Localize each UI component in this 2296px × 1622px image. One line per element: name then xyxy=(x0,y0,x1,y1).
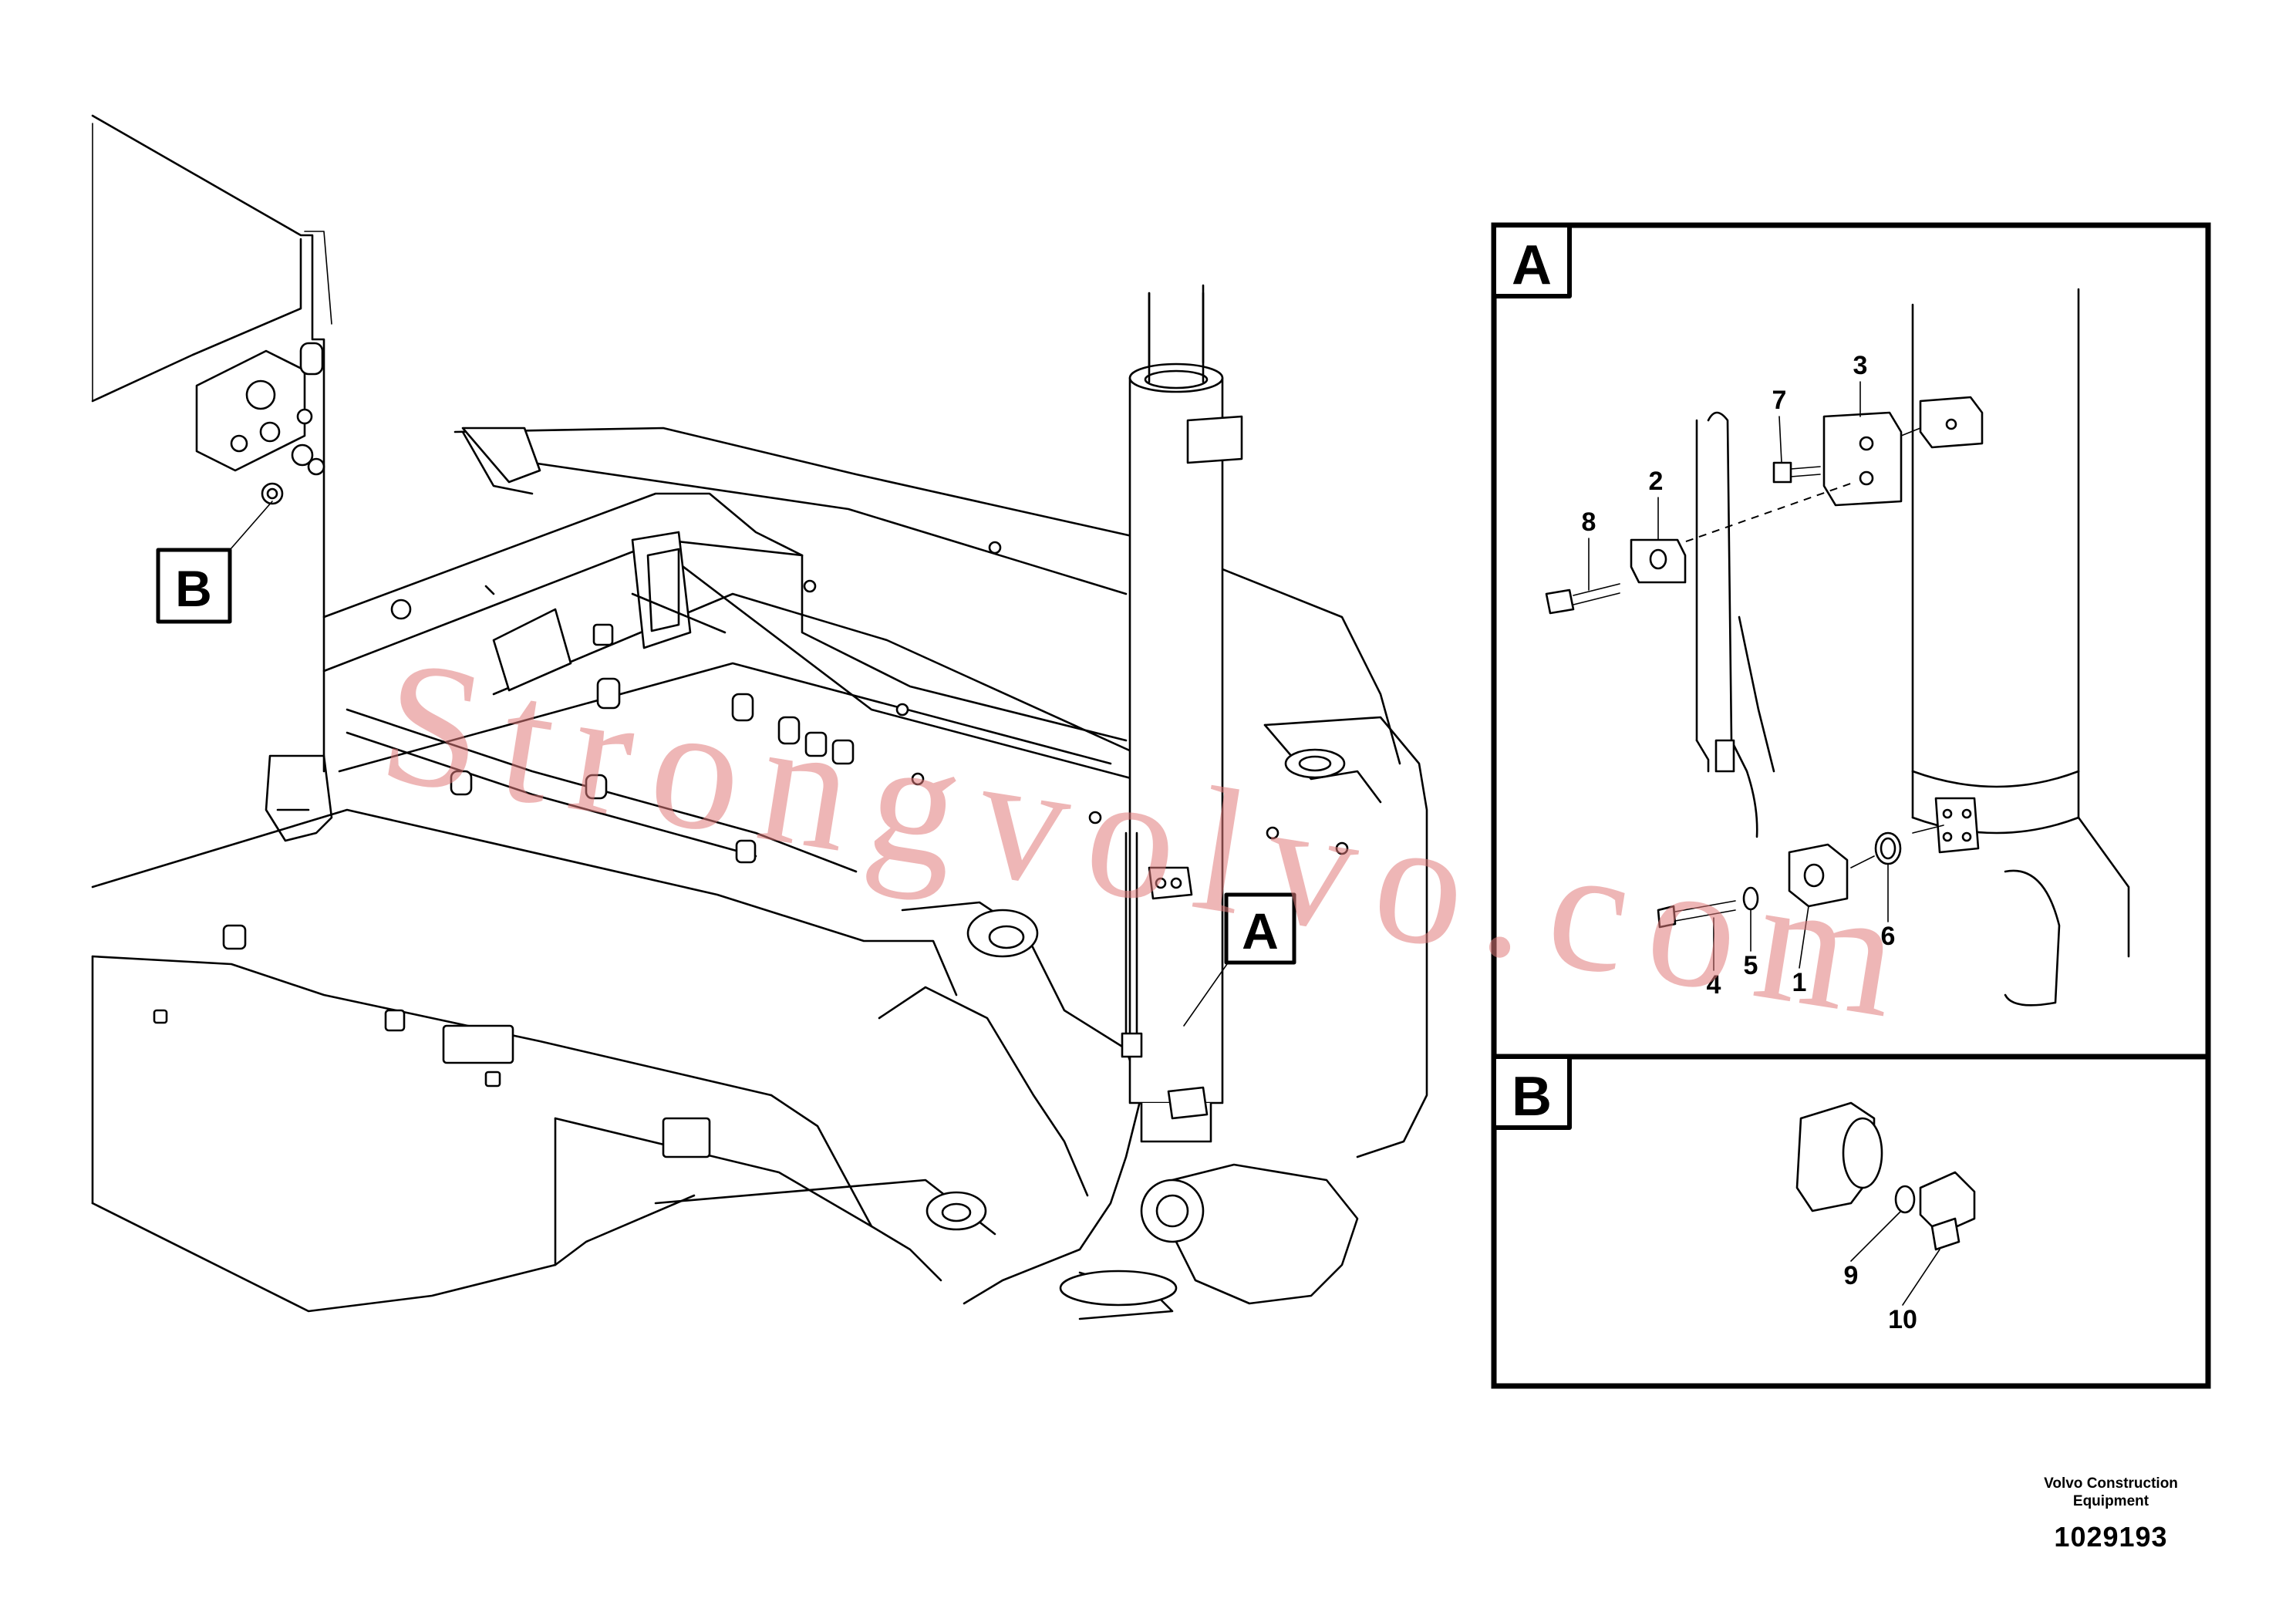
part-number-10: 10 xyxy=(1888,1305,1917,1334)
part-labels: 1 2 3 4 5 6 7 8 9 10 xyxy=(1582,351,1940,1334)
callout-label-main-a: A xyxy=(1242,902,1279,959)
callout-b-leader xyxy=(229,501,273,551)
callout-label-main-b: B xyxy=(175,560,212,617)
callout-box-main-b xyxy=(156,548,232,624)
part-number-1: 1 xyxy=(1792,968,1807,997)
manufacturer-line-2: Equipment xyxy=(2072,1493,2149,1509)
part-number-2: 2 xyxy=(1649,467,1664,496)
callout-box-main-a xyxy=(1224,892,1296,965)
part-number-5: 5 xyxy=(1744,951,1758,980)
detail-a-label-box xyxy=(1492,223,1572,298)
drawing-footer: Volvo Construction Equipment 1029193 xyxy=(1995,1475,2227,1553)
manufacturer-line-1: Volvo Construction xyxy=(2044,1475,2178,1492)
detail-a-drawing xyxy=(1545,288,2130,1007)
detail-b-label-box xyxy=(1492,1054,1572,1130)
detail-b-label: B xyxy=(1512,1066,1552,1128)
part-number-4: 4 xyxy=(1707,970,1721,1000)
part-number-9: 9 xyxy=(1844,1261,1859,1290)
detail-a-label: A xyxy=(1512,234,1552,296)
part-number-8: 8 xyxy=(1582,508,1596,537)
main-assembly-drawing xyxy=(91,114,1428,1320)
part-number-3: 3 xyxy=(1853,351,1868,380)
part-number-7: 7 xyxy=(1772,386,1787,415)
part-number-6: 6 xyxy=(1881,922,1896,951)
detail-panel: A B xyxy=(1491,222,2211,1389)
drawing-number: 1029193 xyxy=(2054,1521,2168,1553)
detail-b-drawing xyxy=(1795,1101,1976,1251)
